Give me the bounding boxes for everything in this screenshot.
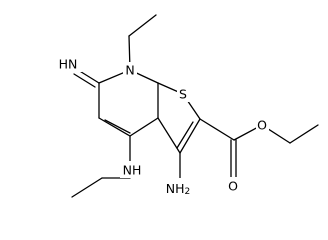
bond-ch2-ch3	[128, 14, 157, 37]
amino-subscript: 2	[185, 187, 191, 197]
bond-c3-c3a	[157, 117, 181, 154]
bond-c5-c4-inner	[104, 119, 131, 134]
bond-ester-ch2-ch3	[289, 124, 319, 144]
molecule-diagram: HN N S NH NH2 O O	[58, 14, 319, 198]
structure-canvas: HN N S NH NH2 O O	[58, 14, 319, 198]
bond-c4-c3a	[129, 117, 159, 137]
carbonyl-oxygen-label: O	[228, 179, 238, 194]
amino-label: NH2	[166, 181, 190, 198]
ester-oxygen-label: O	[257, 118, 267, 133]
sulfur-label: S	[179, 87, 187, 102]
bond-ethyl-ch2-ch3	[71, 177, 103, 198]
bond-c2-carbonyl	[199, 118, 235, 141]
bond-c6-imine	[77, 69, 100, 84]
bond-c2-c3-inner	[176, 121, 194, 149]
bond-c6-imine-2	[73, 73, 96, 88]
bond-c2-c3	[179, 118, 201, 154]
ring-nitrogen-label: N	[125, 63, 134, 78]
amino-nh-text: NH	[166, 181, 185, 196]
bond-c5-c4	[98, 117, 131, 137]
ethylamino-nh-label: NH	[123, 163, 142, 178]
imine-label: HN	[59, 57, 78, 72]
